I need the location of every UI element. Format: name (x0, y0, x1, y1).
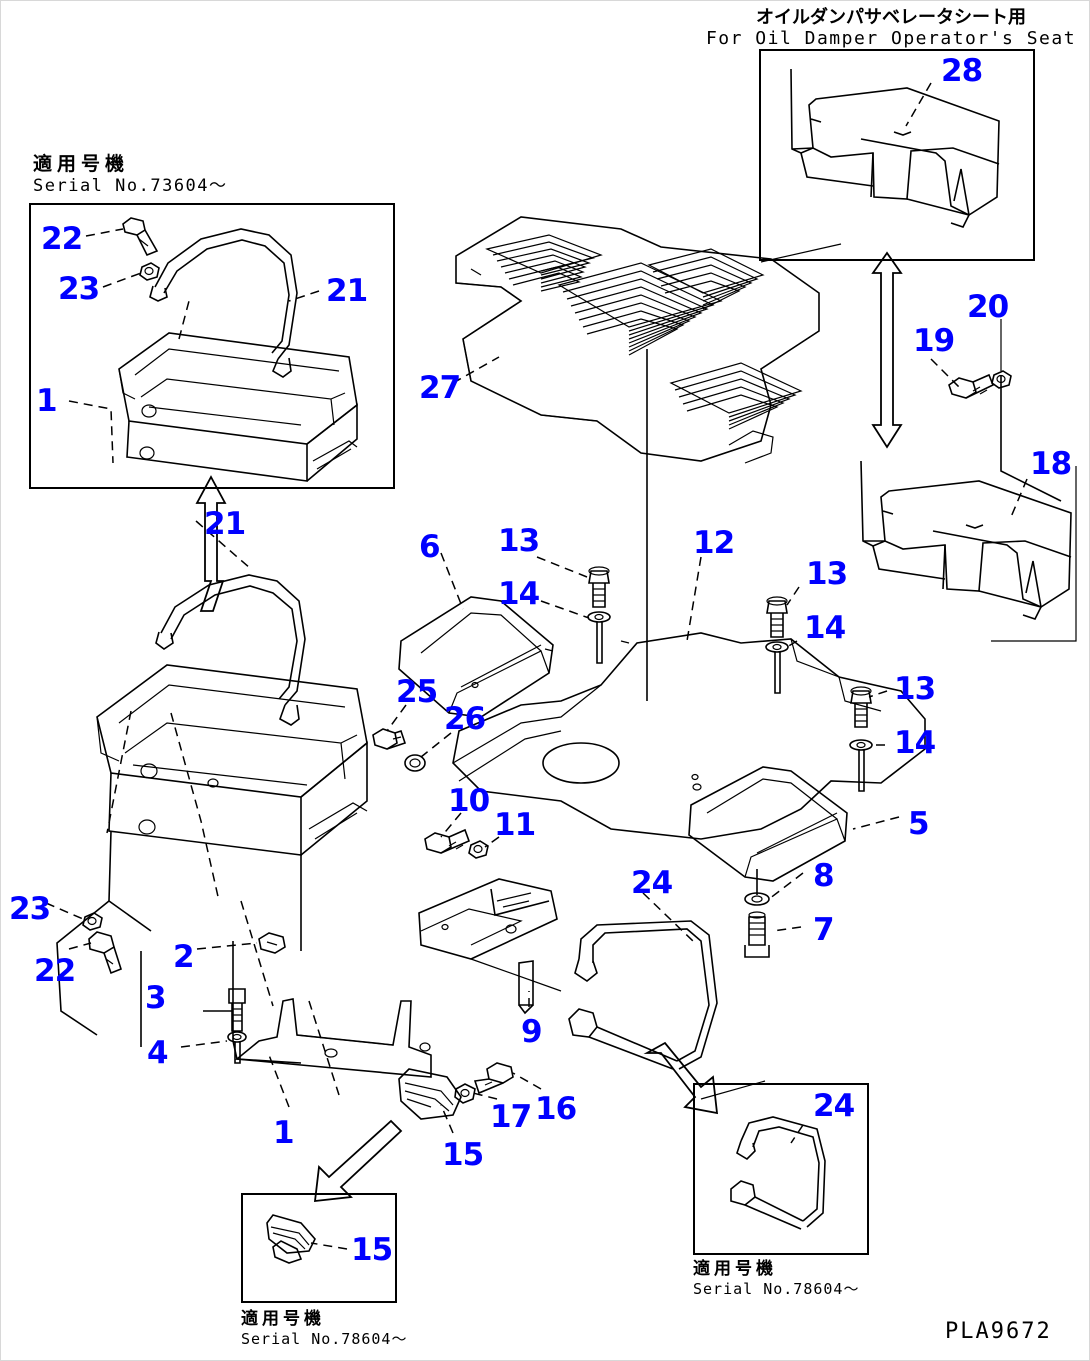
cover-plate-5-art (689, 767, 899, 957)
callout-number-28-c28: 28 (941, 53, 983, 89)
callout-number-8-c8: 8 (813, 858, 835, 894)
caption-top-right: オイルダンパサベレータシート用 For Oil Damper Operator'… (691, 7, 1089, 50)
callout-number-13-c13a: 13 (498, 523, 540, 559)
callout-number-19-c19: 19 (913, 323, 955, 359)
callout-number-4-c4: 4 (147, 1035, 169, 1071)
callout-number-22-c22b: 22 (34, 953, 76, 989)
caption-bottom-right-serial: Serial No.78604〜 (693, 1280, 860, 1298)
callout-number-23-c23b: 23 (9, 891, 51, 927)
callout-number-9-c9: 9 (521, 1014, 543, 1050)
caption-bottom-left: 適用号機 Serial No.78604〜 (241, 1309, 407, 1349)
callout-number-16-c16: 16 (535, 1091, 577, 1127)
callout-number-1-c1a: 1 (36, 383, 58, 419)
callout-number-27-c27: 27 (419, 370, 461, 406)
callout-number-23-c23a: 23 (58, 271, 100, 307)
callout-number-24-c24a: 24 (631, 865, 673, 901)
callout-number-26-c26: 26 (444, 701, 486, 737)
caption-bottom-left-serial: Serial No.78604〜 (241, 1330, 408, 1348)
main-seat-art (57, 477, 431, 1107)
inset-frame-top-right (759, 49, 1035, 261)
caption-top-right-jp: オイルダンパサベレータシート用 (756, 7, 1026, 28)
callout-number-22-c22a: 22 (41, 221, 83, 257)
callout-number-1-c1b: 1 (273, 1115, 295, 1151)
inset-frame-top-left (29, 203, 395, 489)
callout-number-14-c14c: 14 (894, 725, 936, 761)
callout-number-13-c13c: 13 (894, 671, 936, 707)
caption-bottom-left-jp: 適用号機 (241, 1309, 325, 1329)
slide-rail-bracket-9 (419, 879, 561, 1013)
callout-number-3-c3: 3 (145, 980, 167, 1016)
fastener-2-3-4 (181, 933, 285, 1063)
callout-number-5-c5: 5 (908, 806, 930, 842)
callout-number-6-c6: 6 (419, 529, 441, 565)
callout-number-13-c13b: 13 (806, 556, 848, 592)
callout-number-14-c14a: 14 (498, 576, 540, 612)
callout-number-14-c14b: 14 (804, 610, 846, 646)
caption-top-left: 適用号機 Serial No.73604〜 (33, 153, 228, 197)
caption-top-right-en: For Oil Damper Operator's Seat (705, 28, 1077, 49)
callout-number-24-c24b: 24 (813, 1088, 855, 1124)
inset-frame-bottom-right (693, 1083, 869, 1255)
caption-top-left-jp: 適用号機 (33, 153, 130, 175)
caption-top-left-serial: Serial No.73604〜 (33, 176, 228, 196)
caption-bottom-right-jp: 適用号機 (693, 1259, 777, 1279)
callout-number-15-c15b: 15 (351, 1232, 393, 1268)
vertical-double-arrow (873, 253, 901, 447)
callout-number-7-c7: 7 (813, 912, 835, 948)
callout-number-10-c10: 10 (448, 783, 490, 819)
drawing-code: PLA9672 (945, 1319, 1052, 1344)
caption-bottom-right: 適用号機 Serial No.78604〜 (693, 1259, 859, 1299)
floor-mat-art (453, 217, 819, 701)
callout-number-15-c15a: 15 (442, 1137, 484, 1173)
callout-number-25-c25: 25 (396, 674, 438, 710)
grommet-25-clip-26 (373, 705, 451, 771)
callout-number-11-c11: 11 (494, 807, 536, 843)
inset-frame-bottom-left (241, 1193, 397, 1303)
callout-number-20-c20: 20 (967, 289, 1009, 325)
bolt-10-washer-11 (425, 813, 499, 858)
callout-number-21-c21b: 21 (204, 506, 246, 542)
callout-number-17-c17: 17 (490, 1099, 532, 1135)
callout-number-2-c2: 2 (173, 939, 195, 975)
handrail-24-art (569, 893, 717, 1113)
callout-number-18-c18: 18 (1030, 446, 1072, 482)
callout-number-12-c12: 12 (693, 525, 735, 561)
bolt-13-washer-14-set (537, 557, 887, 791)
callout-number-21-c21a: 21 (326, 273, 368, 309)
